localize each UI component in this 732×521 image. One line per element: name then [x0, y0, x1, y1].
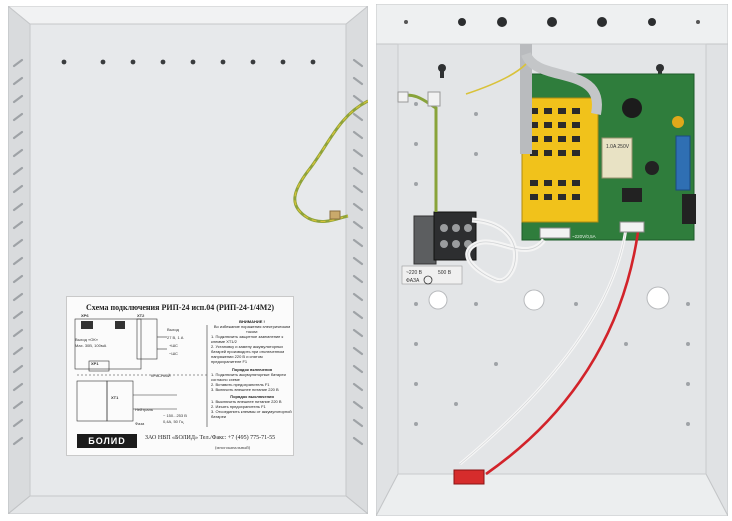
wiring-diagram-label: Схема подключения РИП-24 исп.04 (РИП-24-… [66, 296, 294, 456]
box-drawing [375, 3, 729, 517]
neutral-label: Нейтраль [135, 407, 154, 412]
schematic-lines [74, 318, 208, 427]
fuse-label: 500 В [438, 270, 452, 276]
warning-subtitle: Во избежание поражения электрическим ток… [213, 324, 291, 334]
label-footer-note: (многоканальный) [215, 445, 251, 450]
terminal-xt2: XT2 [137, 313, 145, 318]
output-label: Выход [167, 327, 179, 332]
instructions: ВНИМАНИЕ ! Во избежание поражения электр… [211, 319, 293, 419]
output-ok-value: Мах. 30В, 100мА [75, 343, 107, 348]
voltage-label: ~220 В [406, 270, 422, 276]
minus-shs: −ШС [169, 351, 178, 356]
red-label: КРАСНЫЙ [151, 373, 171, 378]
enclosure-box: ~220 В 500 В ФАЗА 1.0A 250V ~220V/0,5A [375, 3, 729, 517]
warning-title: ВНИМАНИЕ ! [239, 319, 265, 324]
output-ok: Выход «ОК» [75, 337, 98, 342]
right-vent-slots [352, 58, 364, 446]
power-off-item-3: 3. Отсоединить клеммы от аккумуляторной … [211, 409, 292, 419]
mains-fuse-holder [413, 215, 437, 265]
power-off-title: Порядок выключения [230, 394, 274, 399]
terminal-xt1: XT1 [111, 395, 119, 400]
power-on-item-3: 3. Включить внешнее питание 220 В [211, 387, 279, 392]
output-value: 27 В, 1 А [167, 335, 184, 340]
output-terminal-block [675, 135, 691, 191]
warning-item-1: 1. Подключить защитное заземление к клем… [211, 334, 284, 344]
phase-label: Фаза [135, 421, 145, 426]
pcb-marking: ~220V/0,5A [572, 234, 596, 239]
label-title: Схема подключения РИП-24 исп.04 (РИП-24-… [86, 303, 274, 312]
warning-item-2: 2. Установку и замену аккумуляторных бат… [211, 344, 285, 364]
transformer-cover [521, 97, 599, 223]
relay-rating: 1.0A 250V [606, 144, 630, 150]
lid-holes [61, 59, 316, 65]
power-on-title: Порядок включения [231, 367, 273, 372]
terminal-xp6: XP6 [81, 313, 89, 318]
bolid-logo: БОЛИD [77, 434, 137, 448]
label-footer: ЗАО НВП «БОЛИД» Тел./Факс: +7 (495) 775-… [145, 435, 276, 441]
battery-connector [453, 469, 485, 485]
left-vent-slots [12, 58, 24, 446]
terminal-xp1: XP1 [91, 361, 99, 366]
mains-voltage: ~ 150...253 В [163, 413, 187, 418]
power-on-item-1: 1. Подключить аккумуляторные батареи сог… [211, 372, 286, 382]
power-off-item-2: 2. Изъять предохранитель F1 [211, 404, 266, 409]
top-wall-holes [404, 17, 700, 27]
cable-entry-holes [428, 286, 670, 311]
keyhole-slots [438, 64, 664, 78]
power-off-item-1: 1. Выключить внешнее питание 220 В [211, 399, 282, 404]
power-on-item-2: 2. Вставить предохранитель F1 [211, 382, 270, 387]
plus-shs: +ШС [169, 343, 178, 348]
mains-frequency: 0,4А, 50 Гц [163, 419, 184, 424]
phase-marking: ФАЗА [406, 278, 420, 284]
